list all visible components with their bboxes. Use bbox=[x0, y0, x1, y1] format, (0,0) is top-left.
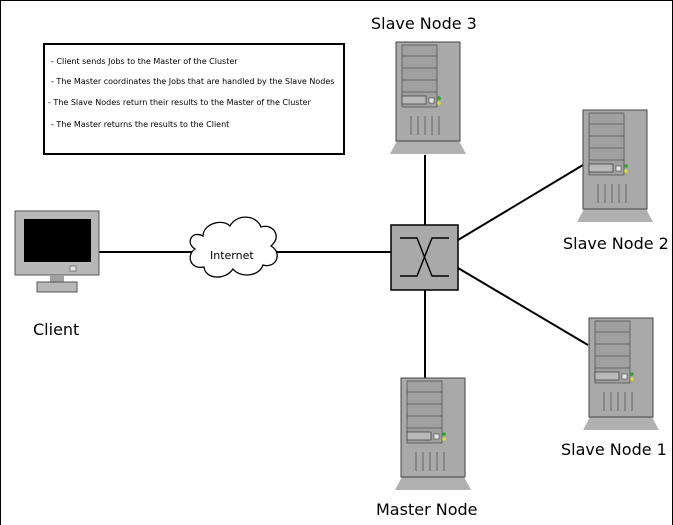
notes-box: - Client sends Jobs to the Master of the… bbox=[43, 43, 345, 155]
note-line-3: - The Slave Nodes return their results t… bbox=[48, 98, 311, 107]
note-line-2: - The Master coordinates the Jobs that a… bbox=[51, 77, 335, 86]
connections bbox=[99, 155, 589, 378]
link-switch-slave2 bbox=[457, 164, 584, 241]
client-label: Client bbox=[33, 320, 80, 339]
link-switch-slave1 bbox=[457, 267, 589, 346]
network-switch-icon bbox=[390, 224, 459, 291]
tower-server-icon-slave3 bbox=[389, 41, 467, 155]
tower-server-icon-slave2 bbox=[576, 109, 654, 223]
cloud-icon bbox=[189, 216, 278, 278]
slave-node-3-label: Slave Node 3 bbox=[371, 14, 477, 33]
internet-label: Internet bbox=[210, 249, 254, 262]
slave-node-1-label: Slave Node 1 bbox=[561, 440, 667, 459]
tower-server-icon-slave1 bbox=[582, 317, 660, 431]
tower-server-icon-master bbox=[394, 377, 472, 491]
master-node-label: Master Node bbox=[376, 500, 478, 519]
slave-node-2-label: Slave Node 2 bbox=[563, 234, 669, 253]
note-line-4: - The Master returns the results to the … bbox=[51, 120, 230, 129]
note-line-1: - Client sends Jobs to the Master of the… bbox=[51, 57, 238, 66]
desktop-computer-icon bbox=[14, 210, 100, 293]
